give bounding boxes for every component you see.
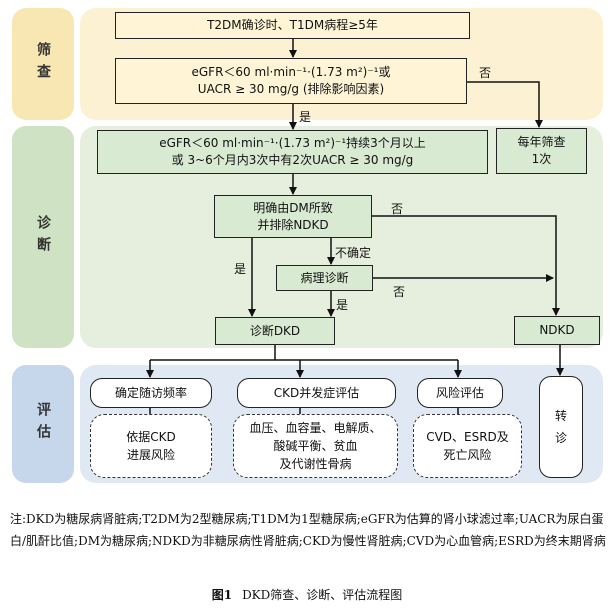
- figure-caption: 图1 DKD筛查、诊断、评估流程图: [0, 586, 614, 603]
- screen-criteria-box: eGFR＜60 ml·min⁻¹·(1.73 m²)⁻¹或 UACR ≥ 30 …: [115, 58, 467, 104]
- referral-box: 转 诊: [539, 376, 583, 478]
- section-label-evaluation: 评估: [12, 365, 74, 483]
- dm-cause-box: 明确由DM所致 并排除NDKD: [214, 195, 372, 238]
- start-box: T2DM确诊时、T1DM病程≥5年: [115, 12, 470, 39]
- figure-title: DKD筛查、诊断、评估流程图: [242, 588, 403, 602]
- followup-detail-box: 依据CKD 进展风险: [90, 414, 212, 478]
- label-yes-screen: 是: [299, 110, 312, 124]
- section-label-diagnosis: 诊断: [12, 126, 74, 348]
- label-yes-pathology: 是: [336, 298, 349, 312]
- arrow-dmcause-to-ndkd: [372, 215, 560, 316]
- label-no-dmcause: 否: [391, 202, 404, 216]
- section-label-screening: 筛查: [12, 8, 74, 120]
- ndkd-box: NDKD: [514, 316, 600, 345]
- risk-detail-box: CVD、ESRD及 死亡风险: [413, 414, 522, 478]
- dkd-box: 诊断DKD: [215, 317, 335, 345]
- figure-number: 图1: [211, 588, 233, 602]
- pathology-box: 病理诊断: [276, 265, 373, 291]
- figure-note: 注:DKD为糖尿病肾脏病;T2DM为2型糖尿病;T1DM为1型糖尿病;eGFR为…: [10, 512, 606, 548]
- label-yes-dmcause: 是: [234, 262, 247, 276]
- label-no-screen: 否: [479, 66, 492, 80]
- arrow-criteria-to-annual: [466, 81, 543, 128]
- annual-screening-box: 每年筛查 1次: [496, 128, 587, 174]
- complications-box: CKD并发症评估: [237, 378, 396, 408]
- confirm-criteria-box: eGFR＜60 ml·min⁻¹·(1.73 m²)⁻¹持续3个月以上 或 3~…: [97, 130, 488, 174]
- label-uncertain: 不确定: [335, 246, 372, 260]
- risk-box: 风险评估: [417, 378, 503, 408]
- label-no-pathology: 否: [393, 285, 406, 299]
- complications-detail-box: 血压、血容量、电解质、 酸碱平衡、贫血 及代谢性骨病: [233, 414, 398, 478]
- followup-box: 确定随访频率: [90, 378, 212, 408]
